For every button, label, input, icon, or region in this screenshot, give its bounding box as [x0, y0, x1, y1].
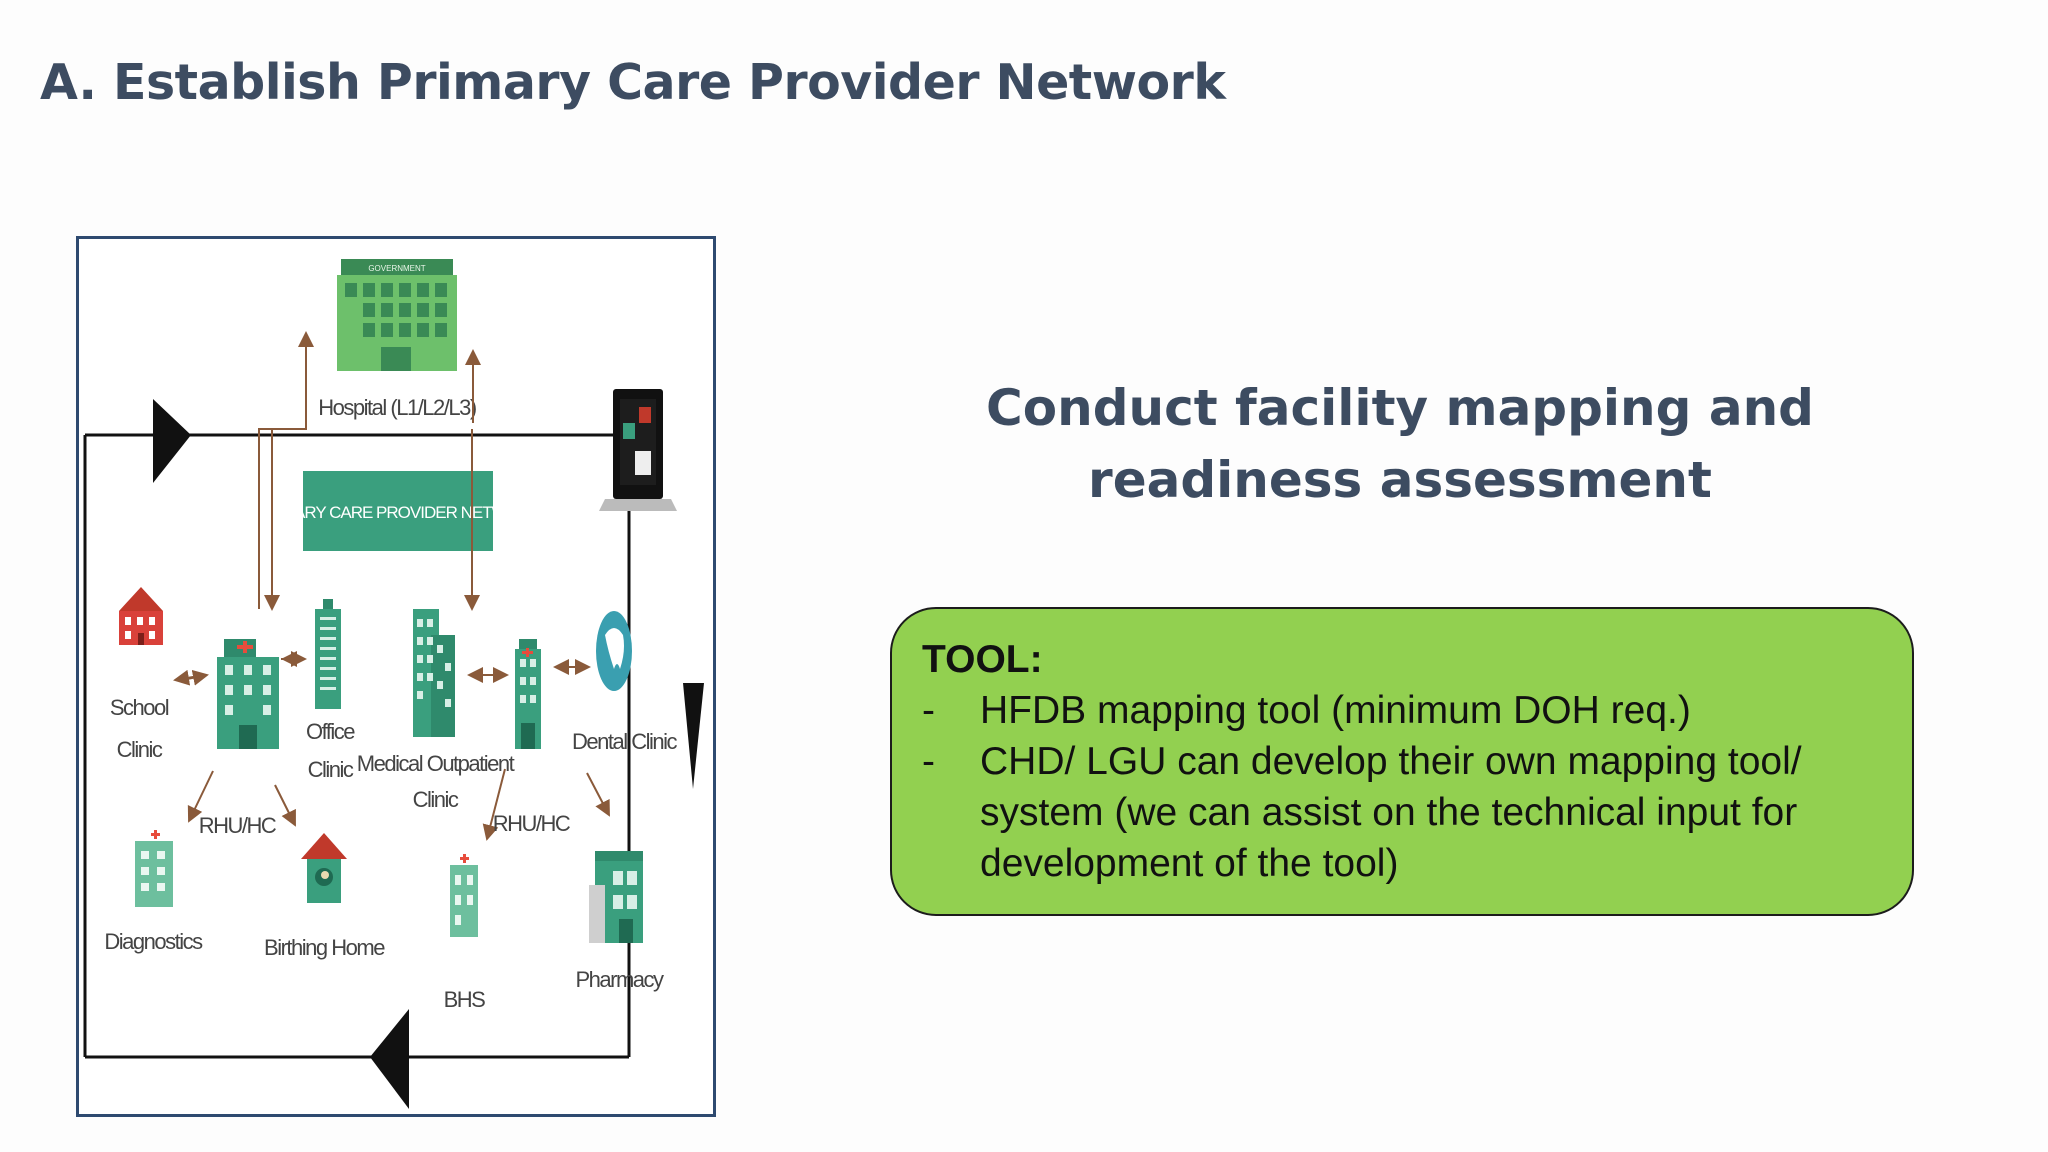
network-banner-label: PRIMARY CARE PROVIDER NETWORK: [256, 503, 543, 522]
birthing-home-icon: [301, 833, 347, 903]
provider-network-diagram: GOVERNMENT Hospital (L1/L2/L3) PRIMARY C…: [83, 259, 704, 1109]
government-sign: GOVERNMENT: [368, 264, 425, 273]
network-banner: [303, 471, 493, 551]
tool-item-text: HFDB mapping tool (minimum DOH req.): [980, 689, 1691, 732]
dental-clinic-icon: [596, 611, 632, 691]
dental-clinic-label: Dental Clinic: [572, 729, 677, 754]
tool-callout-box: TOOL: - HFDB mapping tool (minimum DOH r…: [890, 607, 1914, 916]
bhs-label: BHS: [444, 987, 486, 1012]
school-clinic-icon: [119, 587, 163, 645]
tool-heading: TOOL:: [922, 638, 1043, 681]
laptop-icon: [599, 389, 677, 511]
rhu-left-label: RHU/HC: [199, 813, 277, 838]
rhu-right-label: RHU/HC: [493, 811, 571, 836]
flow-arrow-left-icon: [370, 1009, 409, 1109]
office-clinic-icon: [315, 599, 341, 709]
medical-outpatient-label-2: Clinic: [413, 787, 459, 812]
flow-arrow-down-icon: [683, 683, 704, 789]
office-clinic-label-1: Office: [306, 719, 355, 744]
rhu-left-building-icon: [217, 639, 279, 749]
school-clinic-label-2: Clinic: [117, 737, 163, 762]
slide-title: A. Establish Primary Care Provider Netwo…: [40, 54, 1226, 111]
hospital-label: Hospital (L1/L2/L3): [318, 395, 476, 420]
school-clinic-label-1: School: [110, 695, 169, 720]
diagnostics-building-icon: [135, 830, 173, 907]
bhs-building-icon: [450, 854, 478, 937]
provider-network-figure: GOVERNMENT Hospital (L1/L2/L3) PRIMARY C…: [76, 236, 716, 1117]
pharmacy-building-icon: [589, 851, 643, 943]
birthing-home-label: Birthing Home: [264, 935, 385, 960]
medical-outpatient-clinic-icon: [413, 609, 455, 737]
tool-item-text: CHD/ LGU can develop their own mapping t…: [980, 740, 1802, 885]
hospital-building-icon: GOVERNMENT: [337, 259, 457, 371]
flow-loop: [83, 399, 704, 1109]
list-bullet: -: [922, 740, 935, 783]
tool-list-item: - CHD/ LGU can develop their own mapping…: [922, 736, 1882, 889]
office-clinic-label-2: Clinic: [308, 757, 354, 782]
tool-list-item: - HFDB mapping tool (minimum DOH req.): [922, 685, 1882, 736]
medical-outpatient-label-1: Medical Outpatient: [357, 751, 515, 776]
list-bullet: -: [922, 689, 935, 732]
slide-subtitle: Conduct facility mapping and readiness a…: [986, 379, 1814, 509]
pharmacy-label: Pharmacy: [575, 967, 664, 992]
diagnostics-label: Diagnostics: [104, 929, 203, 954]
rhu-right-building-icon: [515, 639, 541, 749]
flow-arrow-right-icon: [153, 399, 191, 483]
connector-lines: [173, 331, 610, 841]
